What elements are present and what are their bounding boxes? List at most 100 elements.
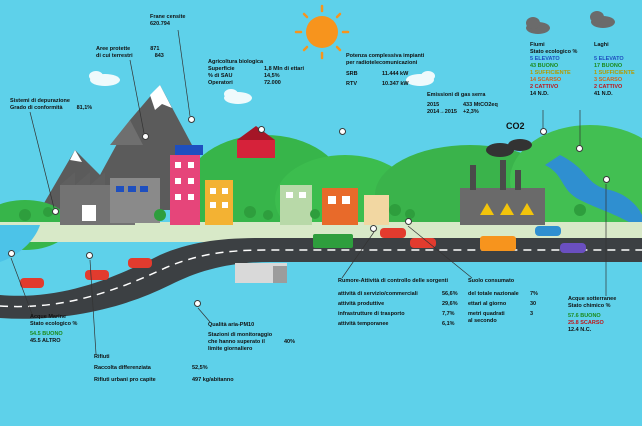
- fiumi-l1: 5 ELEVATO: [530, 56, 560, 62]
- fiumi-l4: 14 SCARSO: [530, 77, 562, 83]
- marker-rumore: [370, 225, 377, 232]
- river: [545, 155, 642, 230]
- aria-t2: Stazioni di monitoraggio: [208, 332, 273, 338]
- potenza-key1: SRB: [346, 71, 358, 77]
- suolo-val1: 7%: [530, 291, 538, 297]
- rifiuti-title: Rifiuti: [94, 354, 110, 360]
- rumore-key2: attività produttive: [338, 301, 385, 307]
- sotterranee-l2: 25.8 SCARSO: [568, 320, 604, 326]
- marker-rifiuti: [86, 252, 93, 259]
- aree-title: Aree protette: [96, 46, 131, 52]
- fiumi-l6: 14 N.D.: [530, 91, 549, 97]
- label-fiumi: Fiumi Stato ecologico % 5 ELEVATO 43 BUO…: [530, 42, 577, 98]
- city-buildings: [170, 126, 389, 225]
- laghi-l5: 2 CATTIVO: [594, 84, 623, 90]
- rumore-title: Rumore-Attività di controllo delle sorge…: [338, 278, 449, 284]
- label-sistemi: Sistemi di depurazione Grado di conformi…: [10, 98, 92, 112]
- suolo-key2: ettari al giorno: [468, 301, 507, 307]
- agricoltura-key2: % di SAU: [208, 73, 233, 79]
- laghi-l4: 3 SCARSO: [594, 77, 623, 83]
- laghi-l1: 5 ELEVATO: [594, 56, 624, 62]
- factory-right: [460, 139, 545, 225]
- potenza-title2: per radiotelecomunicazioni: [346, 60, 418, 66]
- suolo-key3: metri quadrati: [468, 311, 505, 317]
- label-aree: Aree protette 871 di cui terrestri 843: [96, 46, 164, 60]
- marker-sistemi: [52, 208, 59, 215]
- emissioni-key2: 2014→2015: [427, 109, 457, 115]
- potenza-title: Potenza complessiva impianti: [346, 53, 425, 59]
- road: [0, 238, 642, 319]
- aree-value1: 871: [150, 46, 160, 52]
- marker-emissioni: [540, 128, 547, 135]
- potenza-val2: 10.347 kW: [382, 81, 409, 87]
- trees: [19, 204, 586, 221]
- sistemi-key1: Grado di conformità: [10, 105, 63, 111]
- label-marine: Acque Marine Stato ecologico % 54.5 BUON…: [30, 314, 77, 345]
- suolo-val2: 30: [530, 301, 537, 307]
- sotterranee-title: Acque sotterranee: [568, 296, 617, 302]
- aria-t3: che hanno superato il: [208, 339, 265, 345]
- frane-value: 620.794: [150, 21, 170, 27]
- emissioni-title: Emissioni di gas serra: [427, 92, 486, 98]
- rumore-key1: attività di servizio/commerciali: [338, 291, 418, 297]
- fiumi-l5: 2 CATTIVO: [530, 84, 559, 90]
- aria-value: 40%: [284, 339, 296, 345]
- sotterranee-state: Stato chimico %: [568, 303, 611, 309]
- emissioni-key1: 2015: [427, 102, 440, 108]
- label-aria: Qualità aria-PM10 Stazioni di monitoragg…: [208, 322, 295, 353]
- label-laghi: Laghi 5 ELEVATO 17 BUONO 1 SUFFICIENTE 3…: [594, 42, 635, 98]
- marine-state: Stato ecologico %: [30, 321, 78, 327]
- rifiuti-val2: 497 kg/abitanno: [192, 377, 234, 383]
- marker-suolo: [405, 218, 412, 225]
- aria-t4: limite giornaliero: [208, 346, 253, 352]
- marker-aree: [142, 133, 149, 140]
- agricoltura-key1: Superficie: [208, 66, 235, 72]
- marine-title: Acque Marine: [30, 314, 67, 320]
- agricoltura-val3: 72.000: [264, 80, 281, 86]
- aree-value2: 843: [154, 53, 164, 59]
- rumore-val4: 6,1%: [442, 321, 455, 327]
- marker-potenza: [339, 128, 346, 135]
- potenza-val1: 11.444 kW: [382, 71, 409, 77]
- marine-l2: 45.5 ALTRO: [30, 338, 61, 344]
- sistemi-title: Sistemi di depurazione: [10, 98, 70, 104]
- rifiuti-key1: Raccolta differenziata: [94, 365, 151, 371]
- factory-left: [60, 172, 160, 225]
- fiumi-state: Stato ecologico %: [530, 49, 578, 55]
- rifiuti-val1: 52,5%: [192, 365, 208, 371]
- suolo-key3b: al secondo: [468, 318, 497, 324]
- marker-agricoltura: [258, 126, 265, 133]
- frane-title: Frane censite: [150, 14, 186, 20]
- label-rifiuti: Rifiuti Raccolta differenziata 52,5% Rifi…: [94, 354, 234, 384]
- rumore-key4: attività temporanee: [338, 321, 389, 327]
- sotterranee-l3: 12.4 N.C.: [568, 327, 592, 333]
- marker-sotterranee: [603, 176, 610, 183]
- suolo-val3: 3: [530, 311, 534, 317]
- laghi-l6: 41 N.D.: [594, 91, 613, 97]
- aria-title: Qualità aria-PM10: [208, 322, 255, 328]
- marker-aria: [194, 300, 201, 307]
- aree-sub: di cui terrestri: [96, 53, 133, 59]
- sistemi-val1: 81,1%: [76, 105, 93, 111]
- label-rumore: Rumore-Attività di controllo delle sorge…: [338, 278, 458, 328]
- label-potenza: Potenza complessiva impianti per radiote…: [346, 53, 424, 88]
- sotterranee-l1: 57.6 BUONO: [568, 313, 601, 319]
- fiumi-l3: 1 SUFFICIENTE: [530, 70, 571, 76]
- suolo-key1: del totale nazionale: [468, 291, 519, 297]
- dark-cloud-icon: [526, 11, 615, 34]
- sun-icon: [294, 4, 350, 60]
- laghi-l3: 1 SUFFICIENTE: [594, 70, 635, 76]
- agricoltura-val2: 14,5%: [264, 73, 280, 79]
- rumore-val1: 56,6%: [442, 291, 458, 297]
- rifiuti-key2: Rifiuti urbani pro capite: [94, 377, 156, 383]
- cloud-icon: [89, 71, 435, 104]
- co2-label: CO2: [506, 122, 525, 131]
- rumore-val3: 7,7%: [442, 311, 455, 317]
- emissioni-val2: +2,3%: [463, 109, 479, 115]
- potenza-key2: RTV: [346, 81, 357, 87]
- agricoltura-key3: Operatori: [208, 80, 233, 86]
